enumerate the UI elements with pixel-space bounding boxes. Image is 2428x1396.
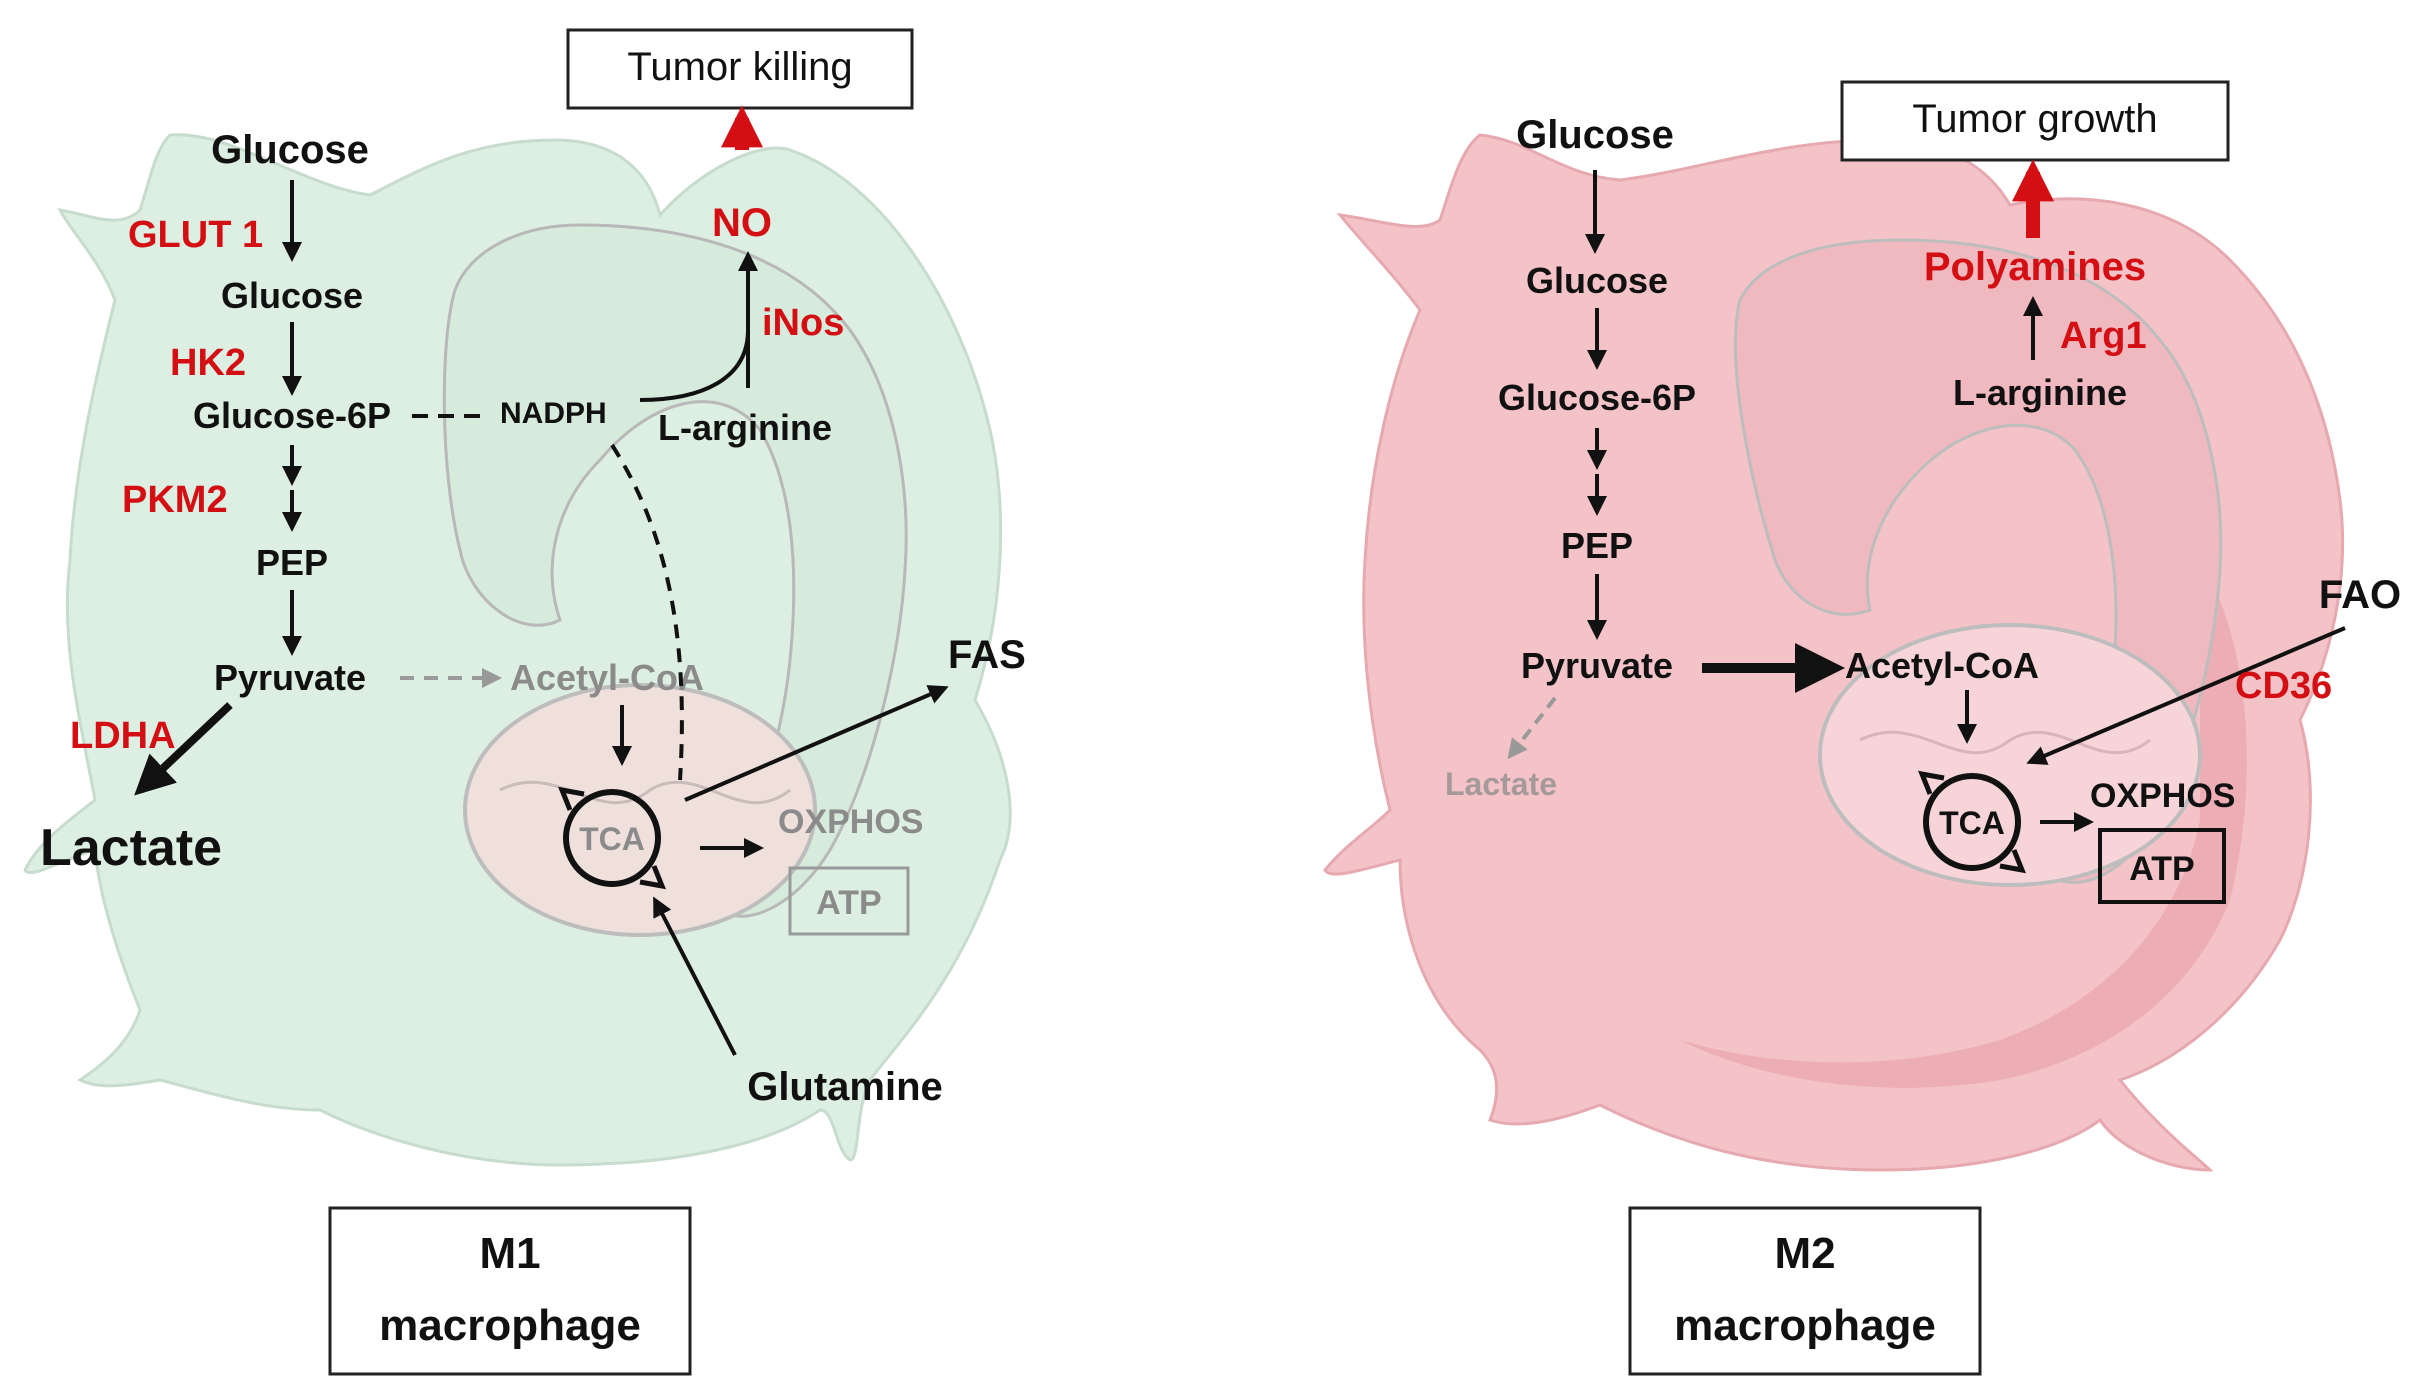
m2-atp: ATP bbox=[2129, 850, 2194, 888]
m2-lactate: Lactate bbox=[1445, 766, 1557, 802]
m2-tca-arrowhead-1 bbox=[1918, 770, 1945, 795]
m1-no: NO bbox=[712, 201, 772, 245]
m1-atp-box bbox=[788, 866, 910, 936]
m1-nadph-loop bbox=[639, 329, 750, 402]
m2-acetyl-coa: Acetyl-CoA bbox=[1845, 645, 2039, 686]
m2-glucose-6p: Glucose-6P bbox=[1498, 377, 1696, 418]
m1-arrow-ldha bbox=[134, 702, 233, 796]
m1-nadph: NADPH bbox=[500, 397, 607, 430]
m1-acetyl-coa: Acetyl-CoA bbox=[510, 657, 704, 698]
m1-mitochondrion bbox=[463, 683, 817, 937]
m1-nadph-tca-dashed bbox=[610, 443, 684, 781]
m2-pep: PEP bbox=[1561, 525, 1633, 566]
m1-outcome-box bbox=[566, 28, 914, 110]
m1-atp: ATP bbox=[816, 884, 881, 922]
m2-enzyme-cd36: CD36 bbox=[2235, 665, 2332, 707]
m2-glucose: Glucose bbox=[1526, 260, 1668, 301]
m1-glucose-in: Glucose bbox=[211, 128, 369, 172]
m1-lactate: Lactate bbox=[40, 819, 222, 877]
m1-mito-cristae bbox=[499, 780, 791, 805]
m1-tca: TCA bbox=[579, 821, 645, 857]
m2-oxphos: OXPHOS bbox=[2090, 777, 2235, 815]
m1-enzyme-hk2: HK2 bbox=[170, 342, 246, 384]
m1-tca-cycle bbox=[563, 789, 661, 887]
m1-enzyme-pkm2: PKM2 bbox=[122, 479, 228, 521]
m2-tca: TCA bbox=[1939, 805, 2005, 841]
m2-tca-cycle bbox=[1923, 773, 2021, 871]
m1-glutamine: Glutamine bbox=[747, 1065, 943, 1109]
m1-glucose-6p: Glucose-6P bbox=[193, 395, 391, 436]
m1-outcome-label: Tumor killing bbox=[627, 45, 852, 89]
m1-pyruvate: Pyruvate bbox=[214, 657, 366, 698]
m1-enzyme-glut1: GLUT 1 bbox=[128, 214, 263, 256]
m1-title-box bbox=[328, 1206, 692, 1376]
m2-pyruvate: Pyruvate bbox=[1521, 645, 1673, 686]
m2-atp-box bbox=[2098, 828, 2226, 904]
m1-enzyme-ldha: LDHA bbox=[70, 715, 176, 757]
m1-pep: PEP bbox=[256, 542, 328, 583]
m2-tca-arrowhead-2 bbox=[1999, 849, 2026, 874]
m2-outcome-label: Tumor growth bbox=[1912, 97, 2157, 141]
m2-arrow-fao-tca bbox=[2026, 626, 2346, 765]
m1-arrow-glutamine-tca bbox=[653, 896, 737, 1056]
m2-polyamines: Polyamines bbox=[1924, 245, 2146, 289]
m1-tca-arrowhead-2 bbox=[639, 865, 666, 890]
m2-glucose-in: Glucose bbox=[1516, 113, 1674, 157]
m2-panel: Tumor growth Glucose Glucose Glucose-6P … bbox=[1323, 80, 2401, 1376]
m2-title-line2: macrophage bbox=[1674, 1301, 1936, 1350]
m1-glucose: Glucose bbox=[221, 275, 363, 316]
m1-title-line1: M1 bbox=[479, 1229, 540, 1278]
m1-tca-arrowhead-1 bbox=[558, 786, 585, 811]
m2-l-arginine: L-arginine bbox=[1953, 372, 2127, 413]
m1-fas: FAS bbox=[948, 633, 1026, 677]
m2-mitochondrion bbox=[1818, 623, 2202, 887]
m1-arrow-tca-fas bbox=[684, 685, 949, 802]
m2-title-line1: M2 bbox=[1774, 1229, 1835, 1278]
m2-enzyme-arg1: Arg1 bbox=[2060, 315, 2147, 357]
m2-fao: FAO bbox=[2319, 573, 2401, 617]
m2-title-box bbox=[1628, 1206, 1982, 1376]
m1-oxphos: OXPHOS bbox=[778, 803, 923, 841]
m2-mito-cristae bbox=[1859, 730, 2151, 755]
m1-title-line2: macrophage bbox=[379, 1301, 641, 1350]
m1-enzyme-inos: iNos bbox=[762, 302, 844, 344]
m2-pyruvate-lactate-dashed bbox=[1507, 696, 1557, 760]
m1-panel: Tumor killing Glucose GLUT 1 Glucose HK2… bbox=[23, 28, 1026, 1376]
m1-l-arginine: L-arginine bbox=[658, 407, 832, 448]
